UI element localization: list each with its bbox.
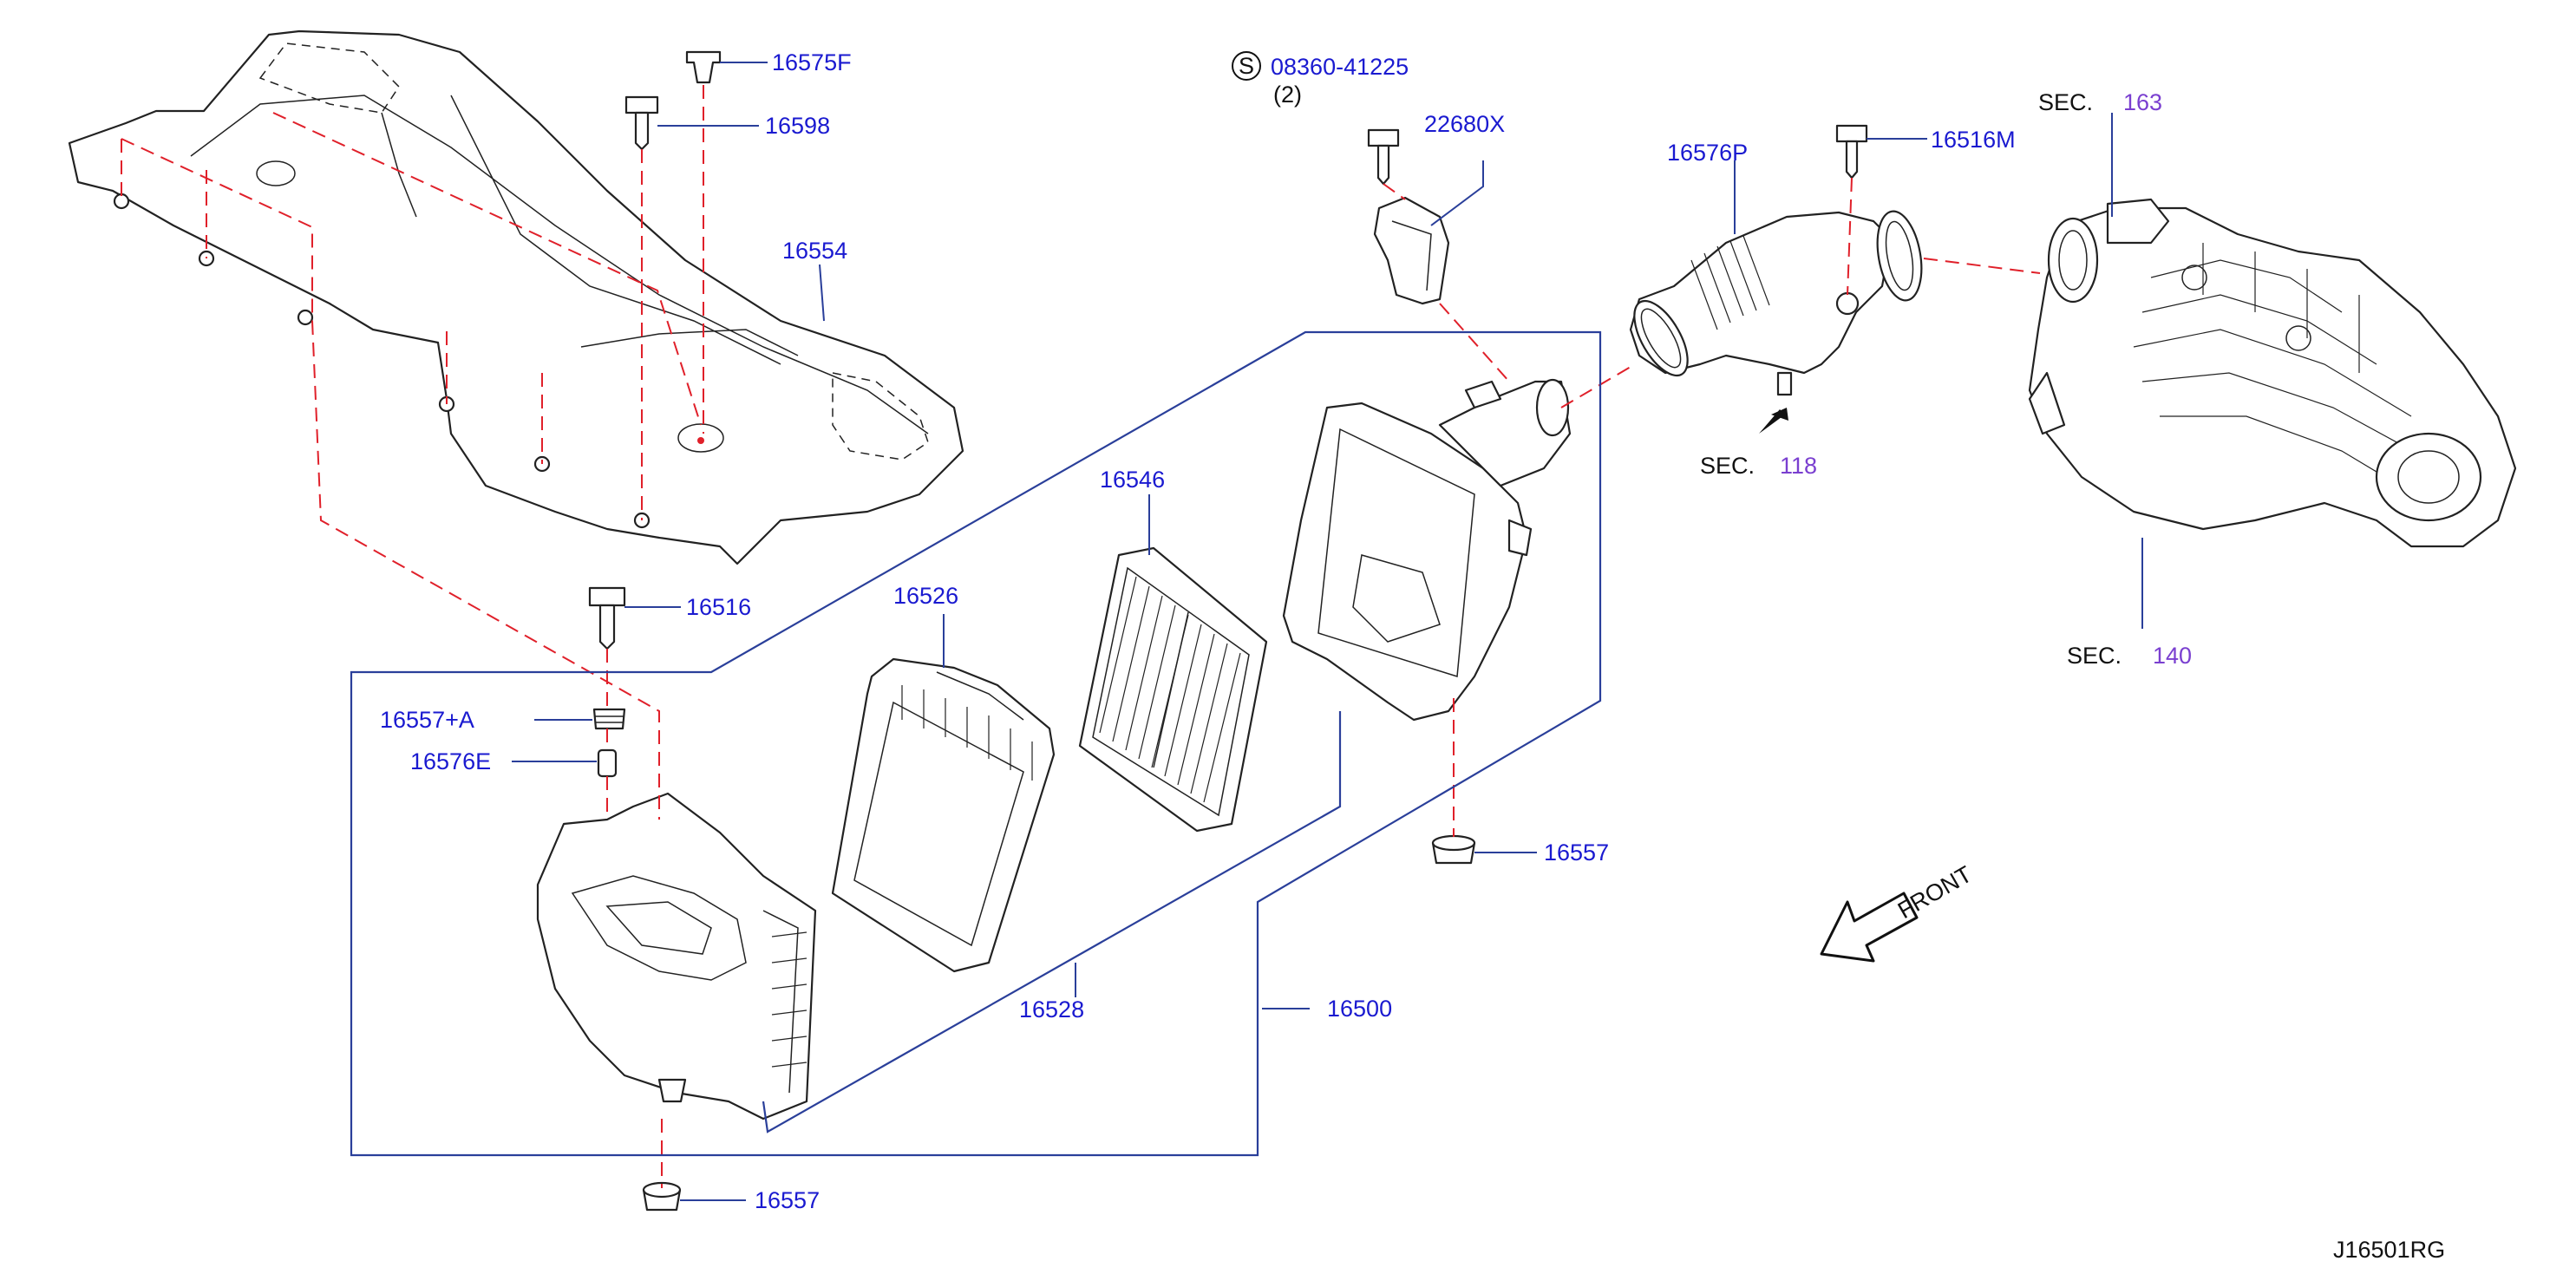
- sensor-22680X: [1373, 196, 1450, 305]
- label-16554: 16554: [782, 238, 847, 264]
- front-arrow-icon: [1820, 892, 1919, 963]
- leader-lines: [512, 62, 2143, 1201]
- label-16576P: 16576P: [1667, 140, 1748, 166]
- collar-16576E: [597, 748, 618, 778]
- label-16557-right: 16557: [1544, 839, 1609, 866]
- label-08360-symbol: S: [1239, 53, 1254, 79]
- label-16546: 16546: [1100, 467, 1165, 493]
- dashed-assembly-lines: [121, 85, 2041, 1188]
- label-08360-qty: (2): [1273, 82, 1302, 108]
- label-16576E: 16576E: [410, 748, 491, 774]
- s-symbol-icon: [1232, 51, 1261, 81]
- label-sec-140: 140: [2153, 643, 2192, 669]
- label-08360-41225: 08360-41225: [1271, 54, 1409, 80]
- assembly-box-16500: [350, 330, 1602, 1157]
- label-sec-118: 118: [1780, 453, 1817, 479]
- bolt-16598: [624, 95, 659, 151]
- grommet-16557-bottom: [642, 1181, 682, 1212]
- grommet-16557-right: [1431, 834, 1476, 865]
- label-16516M: 16516M: [1931, 127, 2016, 153]
- label-sec-163: 163: [2123, 89, 2162, 115]
- label-sec-118-prefix: SEC.: [1700, 453, 1755, 479]
- bolt-16516: [588, 586, 626, 650]
- label-16516: 16516: [686, 594, 751, 620]
- label-16575F: 16575F: [772, 49, 852, 75]
- bolt-16516M: [1835, 124, 1868, 180]
- air-cleaner-lower-case: [536, 792, 817, 1120]
- bolt-08360: [1367, 128, 1400, 186]
- label-16528: 16528: [1019, 996, 1084, 1022]
- assembly-box-16528: [762, 711, 1342, 1133]
- label-16557-bottom: 16557: [755, 1187, 820, 1213]
- label-16557A: 16557+A: [380, 707, 474, 733]
- engine-cover-16554: [68, 29, 964, 565]
- air-duct-16576P: [1629, 210, 1923, 434]
- label-22680X: 22680X: [1424, 111, 1505, 137]
- label-sec-163-prefix: SEC.: [2038, 89, 2093, 115]
- filter-frame-16526: [831, 657, 1056, 973]
- air-cleaner-upper-housing: [1282, 378, 1572, 722]
- label-16500: 16500: [1327, 996, 1392, 1022]
- filter-element-16546: [1078, 546, 1268, 833]
- label-sec-140-prefix: SEC.: [2067, 643, 2122, 669]
- label-front: FRONT: [1893, 861, 1977, 924]
- clip-16575F: [685, 50, 722, 84]
- label-diagram-code: J16501RG: [2333, 1237, 2445, 1263]
- intake-manifold: [2028, 198, 2517, 548]
- grommet-16557A: [592, 708, 626, 730]
- label-16598: 16598: [765, 113, 830, 139]
- label-16526: 16526: [893, 583, 958, 609]
